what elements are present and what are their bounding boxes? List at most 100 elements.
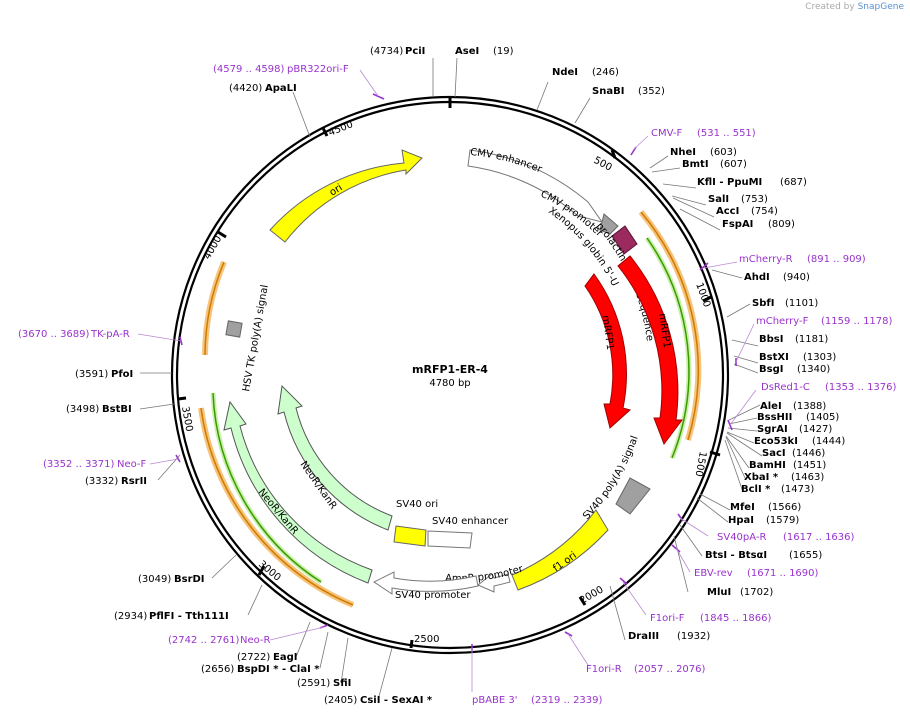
- svg-text:(607): (607): [720, 159, 747, 170]
- site-kfli-ppumi: KflI - PpuMI: [697, 177, 762, 188]
- svg-text:(1845 .. 1866): (1845 .. 1866): [700, 613, 772, 624]
- site-bcli: BclI *: [741, 484, 771, 495]
- feature-hsv-tk-polya[interactable]: HSV TK poly(A) signal: [225, 284, 271, 393]
- site-pcii: PciI: [405, 46, 425, 57]
- svg-text:(1405): (1405): [806, 412, 839, 423]
- svg-text:(2722): (2722): [237, 652, 270, 663]
- primer-dsred1-c: DsRed1-C: [761, 382, 810, 393]
- svg-text:(3352 .. 3371): (3352 .. 3371): [43, 459, 115, 470]
- backbone-ticks: [177, 96, 721, 649]
- svg-text:(2057 .. 2076): (2057 .. 2076): [634, 664, 706, 675]
- site-pfoi: PfoI: [111, 369, 133, 380]
- svg-text:(1702): (1702): [740, 587, 773, 598]
- primer-pbr322ori-f: pBR322ori-F: [287, 64, 349, 75]
- site-pos-pcii: (4734): [370, 46, 403, 57]
- site-bsrdi: BsrDI: [174, 574, 205, 585]
- site-acci: AccI: [716, 206, 739, 217]
- site-nhei: NheI: [670, 147, 696, 158]
- svg-text:(3049): (3049): [138, 574, 171, 585]
- snapgene-logo: SnapGene: [857, 2, 904, 12]
- svg-text:(1181): (1181): [795, 334, 828, 345]
- primer-leader-lines: [137, 69, 757, 692]
- feature-ori[interactable]: ori: [269, 149, 423, 243]
- site-mlui: MluI: [707, 587, 731, 598]
- site-alei: AleI: [760, 401, 782, 412]
- tick-labels: 500 1000 1500 2000 2500 3000 3500 4000 4…: [179, 119, 712, 645]
- svg-text:(2742 .. 2761): (2742 .. 2761): [168, 635, 240, 646]
- svg-text:(1932): (1932): [677, 631, 710, 642]
- feature-mrfp1-inner[interactable]: mRFP1: [584, 273, 632, 429]
- svg-text:(1101): (1101): [785, 298, 818, 309]
- svg-text:SV40 ori: SV40 ori: [396, 499, 438, 510]
- svg-text:(3332): (3332): [85, 476, 118, 487]
- svg-text:mRFP1: mRFP1: [656, 313, 672, 349]
- svg-text:(3498): (3498): [66, 404, 99, 415]
- tick-1500: 1500: [693, 450, 708, 477]
- primer-neo-f: Neo-F: [117, 459, 147, 470]
- svg-text:(754): (754): [751, 206, 778, 217]
- feature-sv40-enhancer[interactable]: SV40 enhancer: [427, 516, 509, 549]
- feature-f1-ori[interactable]: f1 ori: [511, 509, 609, 591]
- svg-text:Xenopus globin 5'-UTR: Xenopus globin 5'-UTR: [0, 0, 620, 288]
- svg-text:(940): (940): [783, 272, 810, 283]
- site-eagi: EagI: [273, 652, 297, 663]
- feature-sv40-polya[interactable]: SV40 poly(A) signal: [581, 435, 651, 523]
- svg-text:(246): (246): [592, 67, 619, 78]
- svg-text:(352): (352): [638, 86, 665, 97]
- primer-labels: (4579 .. 4598) pBR322ori-F CMV-F (531 ..…: [18, 64, 897, 706]
- svg-text:(531 .. 551): (531 .. 551): [697, 128, 756, 139]
- svg-text:(3670 .. 3689): (3670 .. 3689): [18, 329, 90, 340]
- primer-sv40pa-r: SV40pA-R: [717, 532, 766, 543]
- svg-text:(19): (19): [493, 46, 514, 57]
- site-labels: (4734) PciI AseI (19) NdeI (246) SnaBI (…: [66, 46, 845, 706]
- feature-neor-inner[interactable]: NeoR/KanR: [277, 384, 393, 531]
- site-xbai: XbaI *: [744, 472, 779, 483]
- svg-text:(1473): (1473): [781, 484, 814, 495]
- site-fspai: FspAI: [722, 219, 753, 230]
- primer-neo-r: Neo-R: [240, 635, 271, 646]
- svg-text:(1566): (1566): [768, 502, 801, 513]
- feature-mrfp1-outer[interactable]: mRFP1: [617, 255, 683, 446]
- primer-f1ori-r: F1ori-R: [586, 664, 622, 675]
- site-bspdi-clai: BspDI * - ClaI *: [237, 664, 320, 675]
- svg-text:(4579 .. 4598): (4579 .. 4598): [213, 64, 285, 75]
- svg-text:(2656): (2656): [201, 664, 234, 675]
- svg-text:(1579): (1579): [766, 515, 799, 526]
- svg-text:(809): (809): [768, 219, 795, 230]
- plasmid-size: 4780 bp: [429, 378, 470, 389]
- svg-text:(891 .. 909): (891 .. 909): [807, 254, 866, 265]
- tick-4500: 4500: [327, 119, 355, 139]
- svg-text:(1159 .. 1178): (1159 .. 1178): [821, 316, 893, 327]
- svg-text:mRFP1: mRFP1: [600, 315, 616, 351]
- feature-sv40-ori[interactable]: SV40 ori: [393, 499, 438, 547]
- tick-3500: 3500: [179, 406, 194, 433]
- svg-text:(1303): (1303): [803, 352, 836, 363]
- feature-xenopus-utr: Xenopus globin 5'-UTR: [0, 0, 620, 288]
- primer-mcherry-f: mCherry-F: [756, 316, 809, 327]
- site-bstxi: BstXI: [759, 352, 789, 363]
- site-sbfi: SbfI: [752, 298, 774, 309]
- tick-1000: 1000: [693, 281, 712, 309]
- svg-text:(1671 .. 1690): (1671 .. 1690): [747, 568, 819, 579]
- site-mfei: MfeI: [730, 502, 755, 513]
- tick-500: 500: [592, 155, 614, 174]
- svg-text:(1655): (1655): [789, 550, 822, 561]
- svg-text:(1617 .. 1636): (1617 .. 1636): [783, 532, 855, 543]
- feature-sv40-promoter[interactable]: SV40 promoter: [373, 571, 479, 601]
- svg-text:(1451): (1451): [793, 460, 826, 471]
- primer-tk-pa-r: TK-pA-R: [90, 329, 130, 340]
- feature-cmv-enhancer[interactable]: CMV enhancer: [467, 147, 604, 223]
- site-saci: SacI: [762, 448, 786, 459]
- svg-text:SV40 promoter: SV40 promoter: [395, 590, 471, 601]
- site-eco53ki: Eco53kI: [754, 436, 798, 447]
- site-rsrii: RsrII: [121, 476, 147, 487]
- site-sali: SalI: [708, 194, 729, 205]
- site-sfii: SfiI: [333, 678, 351, 689]
- svg-text:(1444): (1444): [812, 436, 845, 447]
- site-hpai: HpaI: [728, 515, 754, 526]
- site-bstbi: BstBI: [102, 404, 132, 415]
- primer-f1ori-f: F1ori-F: [650, 613, 685, 624]
- svg-text:(2934): (2934): [114, 611, 147, 622]
- site-csii-sexai: CsiI - SexAI *: [360, 695, 433, 706]
- svg-text:SV40 enhancer: SV40 enhancer: [432, 516, 509, 527]
